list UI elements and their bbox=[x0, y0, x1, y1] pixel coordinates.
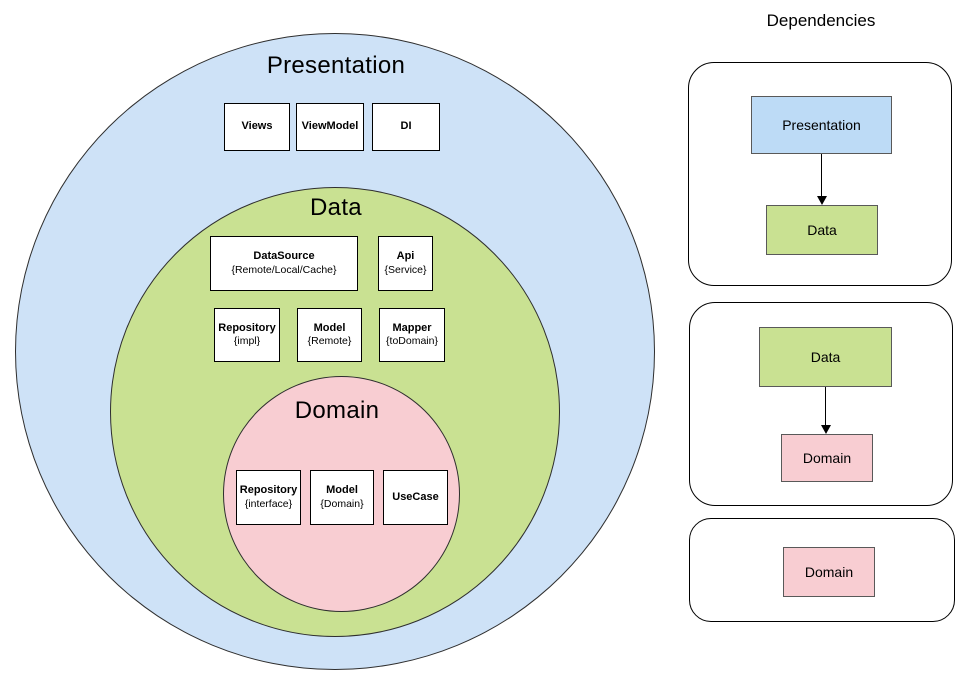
model-domain-box: Model {Domain} bbox=[310, 470, 374, 525]
model-remote-box: Model {Remote} bbox=[297, 308, 362, 362]
model-remote-box-sublabel: {Remote} bbox=[307, 335, 352, 348]
dependency-data-box: Data bbox=[766, 205, 878, 255]
datasource-box: DataSource {Remote/Local/Cache} bbox=[210, 236, 358, 291]
repository-impl-box: Repository {impl} bbox=[214, 308, 280, 362]
model-domain-box-sublabel: {Domain} bbox=[320, 497, 364, 510]
views-box-label: Views bbox=[241, 120, 273, 133]
dependency-domain-box-2: Domain bbox=[783, 547, 875, 597]
arrow-data-to-domain-line bbox=[825, 387, 826, 426]
model-remote-box-label: Model bbox=[313, 321, 346, 334]
domain-layer-title: Domain bbox=[294, 397, 380, 424]
repository-impl-box-sublabel: {impl} bbox=[233, 335, 261, 348]
dependency-presentation-box: Presentation bbox=[751, 96, 892, 154]
arrow-data-to-domain-head-icon bbox=[821, 425, 831, 434]
api-box-label: Api bbox=[396, 250, 415, 263]
model-domain-box-label: Model bbox=[326, 484, 358, 497]
viewmodel-box-label: ViewModel bbox=[301, 120, 359, 133]
dependencies-title: Dependencies bbox=[766, 11, 876, 30]
viewmodel-box: ViewModel bbox=[296, 103, 364, 151]
usecase-box: UseCase bbox=[383, 470, 448, 525]
api-box: Api {Service} bbox=[378, 236, 433, 291]
datasource-box-sublabel: {Remote/Local/Cache} bbox=[231, 263, 337, 276]
mapper-box: Mapper {toDomain} bbox=[379, 308, 445, 362]
mapper-box-label: Mapper bbox=[392, 321, 432, 334]
datasource-box-label: DataSource bbox=[253, 250, 315, 263]
arrow-presentation-to-data-head-icon bbox=[817, 196, 827, 205]
dependency-data-box-2: Data bbox=[759, 327, 892, 387]
dependency-domain-box: Domain bbox=[781, 434, 873, 482]
presentation-layer-title: Presentation bbox=[266, 52, 406, 79]
api-box-sublabel: {Service} bbox=[384, 263, 427, 276]
arrow-presentation-to-data-line bbox=[821, 154, 822, 197]
repository-interface-box-label: Repository bbox=[239, 484, 298, 497]
di-box-label: DI bbox=[400, 120, 412, 133]
mapper-box-sublabel: {toDomain} bbox=[386, 335, 438, 348]
repository-interface-box-sublabel: {interface} bbox=[244, 497, 293, 510]
di-box: DI bbox=[372, 103, 440, 151]
views-box: Views bbox=[224, 103, 290, 151]
usecase-box-label: UseCase bbox=[392, 490, 439, 503]
repository-interface-box: Repository {interface} bbox=[236, 470, 301, 525]
repository-impl-box-label: Repository bbox=[218, 321, 276, 334]
data-layer-title: Data bbox=[310, 194, 362, 221]
